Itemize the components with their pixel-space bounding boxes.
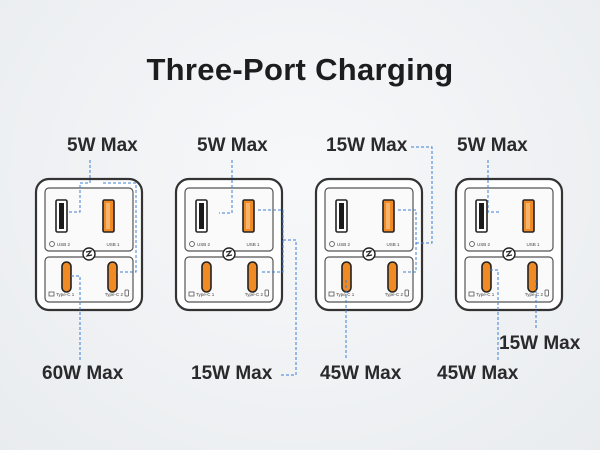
charger-3: USB 2 USB 1 Type-C 1 Type-C 2 [314,177,424,312]
laptop-icon [468,291,475,297]
typec2-label: Type-C 2 [525,292,544,297]
charger-1: USB 2 USB 1 Type-C 1 Type-C 2 [34,177,144,312]
typec2-port [247,261,258,293]
fast-charge-icon-glyph [225,250,233,257]
typec1-port [61,261,72,293]
guide-line-5 [258,209,284,273]
guide-line-8 [398,209,417,273]
charger-4: USB 2 USB 1 Type-C 1 Type-C 2 [454,177,564,312]
config-2-top-label: 5W Max [197,135,268,156]
phone-icon [49,241,55,247]
typec2-port [387,261,398,293]
guide-line-6 [280,239,297,376]
typec2-label: Type-C 2 [105,292,124,297]
config-1-top-label: 5W Max [67,135,138,156]
typec2-port [107,261,118,293]
fast-charge-icon-glyph [85,250,93,257]
phone-icon [264,289,269,297]
usb1-label: USB 1 [246,242,260,247]
config-2-bottom-label: 15W Max [191,363,273,384]
typec1-label: Type-C 1 [336,292,355,297]
typec2-label: Type-C 2 [245,292,264,297]
typec1-label: Type-C 1 [56,292,75,297]
laptop-icon [188,291,195,297]
typec2-label: Type-C 2 [385,292,404,297]
usb1-label: USB 1 [526,242,540,247]
guide-line-1 [68,160,91,213]
usb2-port-tongue [479,203,484,229]
usb2-label: USB 2 [477,242,491,247]
typec1-port [201,261,212,293]
fast-charge-icon-glyph [365,250,373,257]
guide-line-10 [487,160,500,213]
phone-icon [124,289,129,297]
usb1-port-tongue [246,203,250,229]
config-4-top-label: 5W Max [457,135,528,156]
usb1-label: USB 1 [386,242,400,247]
charger-2: USB 2 USB 1 Type-C 1 Type-C 2 [174,177,284,312]
guide-line-3 [71,275,81,360]
phone-icon [329,241,335,247]
usb1-label: USB 1 [106,242,120,247]
usb2-label: USB 2 [197,242,211,247]
usb2-port-tongue [339,203,344,229]
typec1-label: Type-C 1 [196,292,215,297]
usb1-port-tongue [386,203,390,229]
phone-icon [404,289,409,297]
usb1-port-tongue [526,203,530,229]
typec1-label: Type-C 1 [476,292,495,297]
guide-line-2 [103,182,137,273]
config-4-bottom-right-label: 15W Max [499,333,581,354]
typec1-port [481,261,492,293]
usb2-label: USB 2 [337,242,351,247]
phone-icon [469,241,475,247]
guide-line-11 [490,269,499,360]
usb1-port-tongue [106,203,110,229]
fast-charge-icon-glyph [505,250,513,257]
phone-icon [189,241,195,247]
config-1-bottom-label: 60W Max [42,363,124,384]
page-title: Three-Port Charging [146,52,454,87]
guide-line-4 [219,160,233,214]
config-3-top-label: 15W Max [326,135,408,156]
laptop-icon [48,291,55,297]
laptop-icon [328,291,335,297]
usb2-label: USB 2 [57,242,71,247]
config-3-bottom-label: 45W Max [320,363,402,384]
config-4-bottom-left-label: 45W Max [437,363,519,384]
guide-line-7 [411,146,433,244]
phone-icon [544,289,549,297]
typec2-port [527,261,538,293]
usb2-port-tongue [199,203,204,229]
usb2-port-tongue [59,203,64,229]
